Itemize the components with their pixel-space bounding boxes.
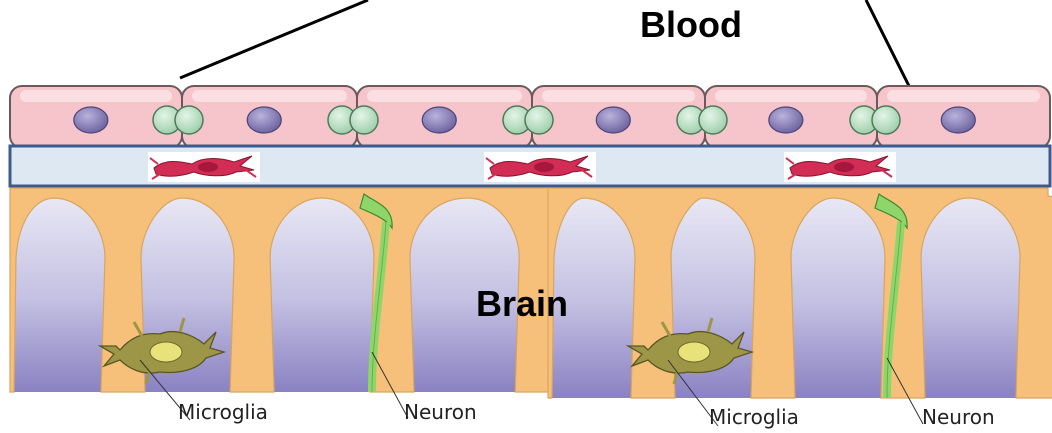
pericyte-icon — [484, 152, 596, 182]
endothelial-nucleus-icon — [74, 107, 108, 133]
tight-junction-icon — [850, 106, 900, 134]
microglia-label-right: Microglia — [709, 405, 799, 429]
endothelial-nucleus-icon — [941, 107, 975, 133]
microglia-label-left: Microglia — [178, 400, 268, 424]
neuron-label-right: Neuron — [922, 405, 995, 429]
pericyte-icon — [784, 152, 896, 182]
brain-panel-right — [548, 188, 1052, 426]
endothelial-nucleus-icon — [247, 107, 281, 133]
tight-junction-icon — [503, 106, 553, 134]
blood-label: Blood — [640, 4, 742, 46]
endothelial-cell — [877, 86, 1050, 148]
brain-label: Brain — [476, 283, 568, 325]
tight-junction-icon — [153, 106, 203, 134]
endothelial-nucleus-icon — [422, 107, 456, 133]
neuron-label-left: Neuron — [404, 400, 477, 424]
endothelial-nucleus-icon — [769, 107, 803, 133]
endothelial-cell-layer — [10, 86, 1050, 148]
pericyte-icon — [148, 152, 260, 182]
tight-junction-icon — [677, 106, 727, 134]
tight-junction-icon — [328, 106, 378, 134]
endothelial-nucleus-icon — [596, 107, 630, 133]
